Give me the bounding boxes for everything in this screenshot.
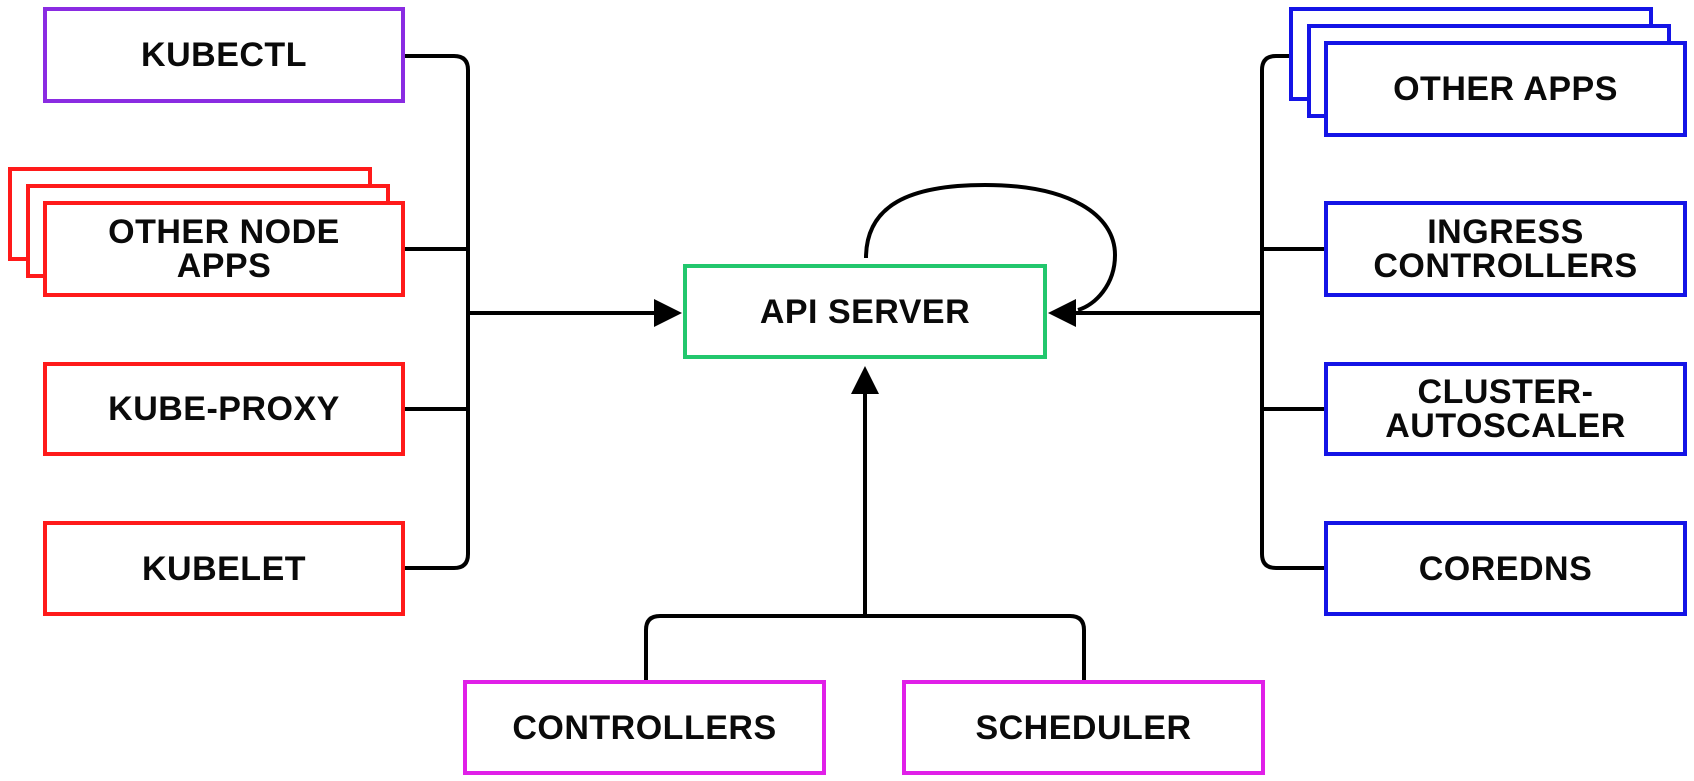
cluster-autoscaler-label: CLUSTER- AUTOSCALER [1385, 373, 1626, 445]
right-bus-line [1260, 54, 1326, 570]
scheduler-label: SCHEDULER [975, 708, 1192, 747]
kube-proxy-box: KUBE-PROXY [43, 362, 405, 456]
coredns-box: COREDNS [1324, 521, 1687, 616]
cluster-autoscaler-box: CLUSTER- AUTOSCALER [1324, 362, 1687, 456]
kubectl-label: KUBECTL [141, 36, 307, 74]
coredns-label: COREDNS [1418, 549, 1593, 588]
api-server-box: API SERVER [683, 264, 1047, 359]
api-server-label: API SERVER [759, 292, 971, 331]
controllers-box: CONTROLLERS [463, 680, 826, 775]
ingress-controllers-label: INGRESS CONTROLLERS [1373, 213, 1638, 285]
kubectl-box: KUBECTL [43, 7, 405, 103]
ingress-controllers-box: INGRESS CONTROLLERS [1324, 201, 1687, 297]
left-bus-line [404, 54, 470, 570]
bottom-tree-line [644, 614, 1086, 680]
other-node-apps-label: OTHER NODE APPS [108, 213, 340, 285]
self-loop [864, 182, 1118, 312]
other-node-apps-box: OTHER NODE APPS [43, 201, 405, 297]
arrowhead-bottom [851, 366, 879, 394]
kubelet-label: KUBELET [141, 549, 307, 588]
kubelet-box: KUBELET [43, 521, 405, 616]
arrowhead-left [654, 299, 682, 327]
other-apps-box: OTHER APPS [1324, 41, 1687, 137]
scheduler-box: SCHEDULER [902, 680, 1265, 775]
kube-proxy-label: KUBE-PROXY [108, 390, 340, 428]
controllers-label: CONTROLLERS [512, 708, 777, 747]
other-apps-label: OTHER APPS [1393, 70, 1618, 108]
arrowhead-right [1048, 299, 1076, 327]
